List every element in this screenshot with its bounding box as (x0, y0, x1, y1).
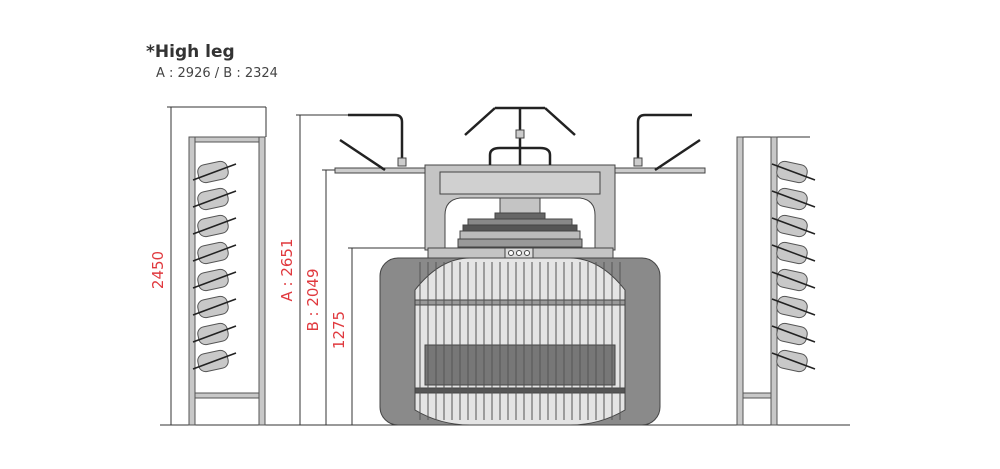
variant-title: *High leg (146, 42, 235, 62)
left-creel (188, 136, 266, 426)
spool-holder (771, 352, 816, 370)
variant-dimensions: A : 2926 / B : 2324 (156, 66, 278, 81)
spool-holder (192, 271, 237, 289)
spool-holder (192, 352, 237, 370)
spool-holder (192, 325, 237, 343)
right-creel (736, 136, 816, 426)
spool-holder (192, 244, 237, 262)
spool-holder (771, 271, 816, 289)
spool-holder (771, 163, 816, 181)
spool-holder (771, 244, 816, 262)
spool-holder (771, 325, 816, 343)
spool-holder (771, 217, 816, 235)
knitting-machine (334, 106, 706, 426)
spool-holder (192, 163, 237, 181)
spool-holder (771, 190, 816, 208)
table-height-label: 1275 (330, 311, 348, 349)
creel-height-label: 2450 (149, 251, 167, 289)
b-height-label: B : 2049 (304, 268, 322, 331)
a-height-label: A : 2651 (278, 238, 296, 301)
spool-holder (192, 298, 237, 316)
spool-holder (192, 190, 237, 208)
spool-holder (771, 298, 816, 316)
spool-holder (192, 217, 237, 235)
